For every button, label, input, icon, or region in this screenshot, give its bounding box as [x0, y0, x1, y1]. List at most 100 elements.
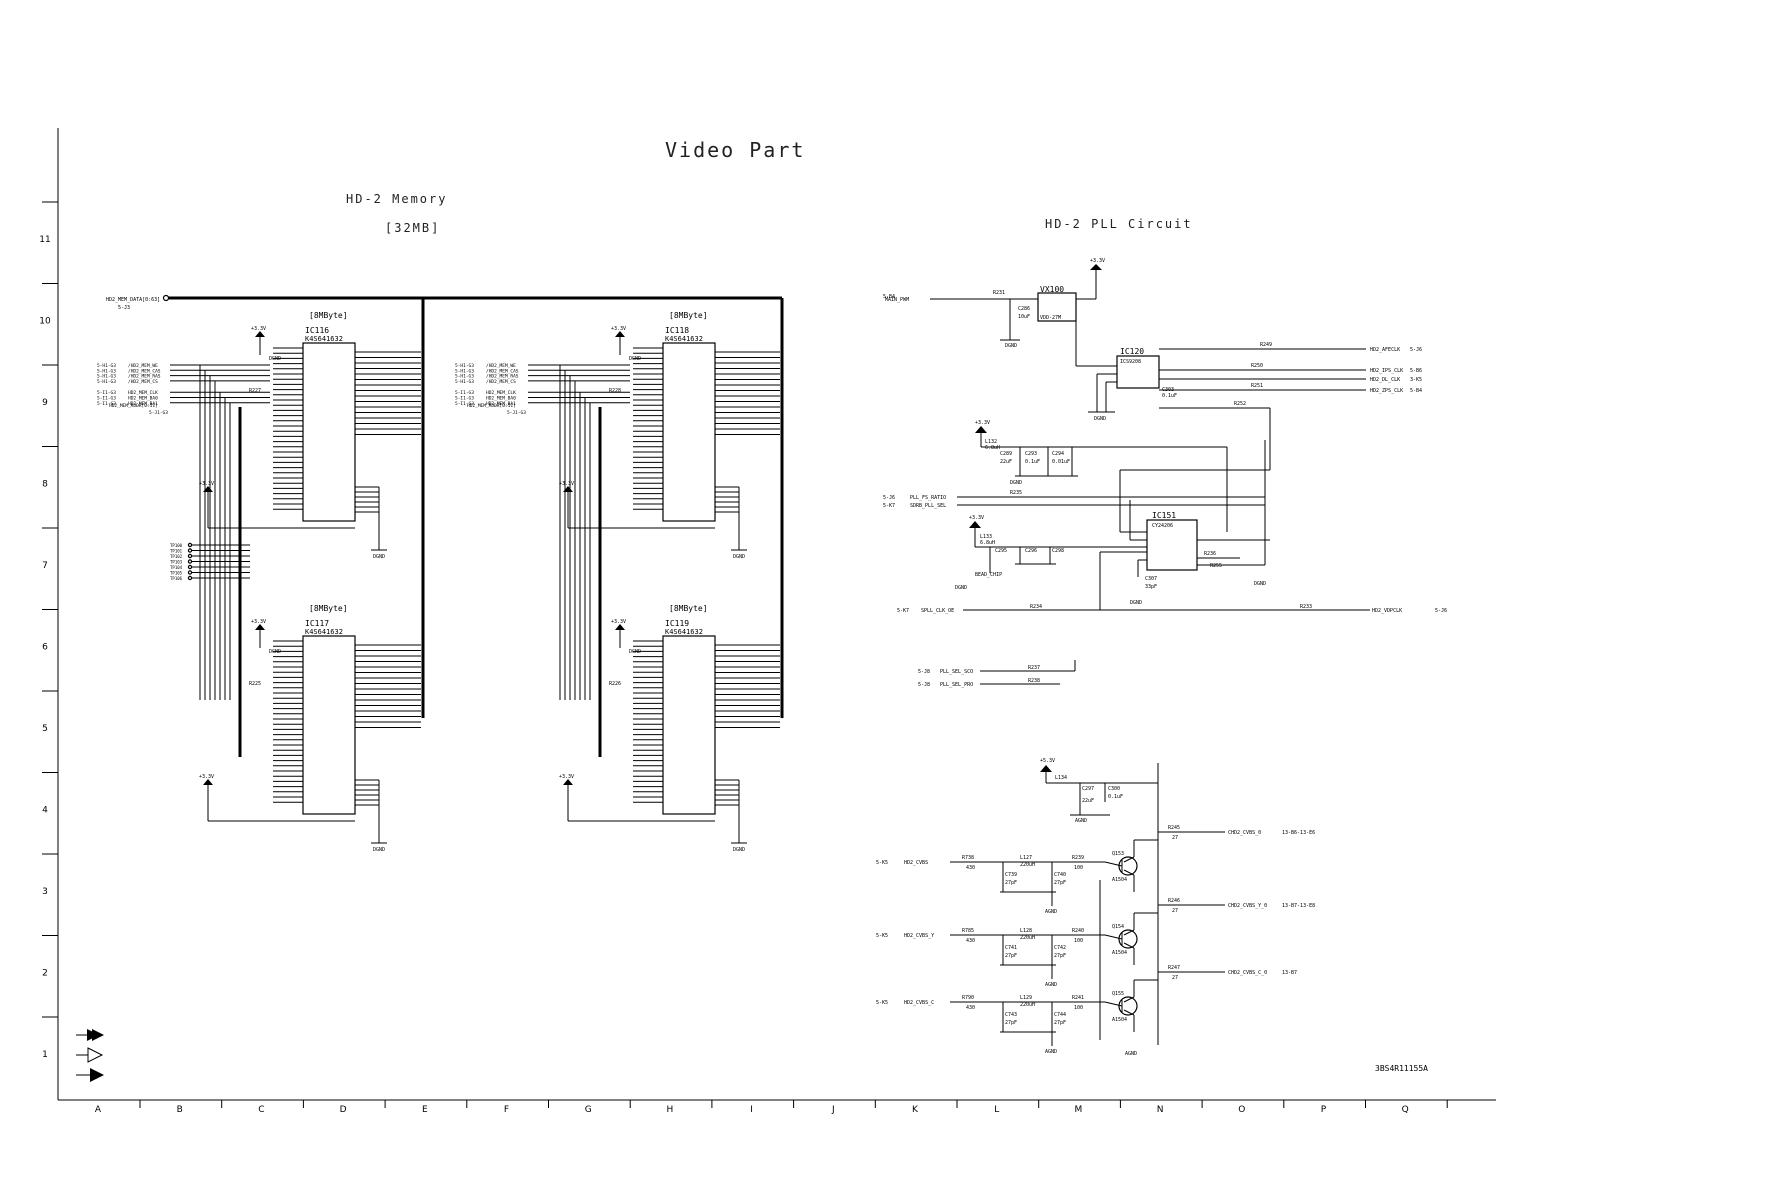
signal-arrow-icon — [76, 1029, 104, 1041]
r252-ref: R252 — [1234, 401, 1246, 407]
chip-ref: IC116 — [305, 326, 329, 335]
agnd-filter: AGND — [1075, 818, 1087, 824]
tp-label: TP101 — [170, 549, 183, 554]
ser-res-value: 100 — [1074, 1005, 1083, 1011]
c294-ref: C294 — [1052, 451, 1064, 457]
ser-res-ref: R241 — [1072, 995, 1084, 1001]
vcc-label: +3.3V — [199, 481, 214, 487]
input-label: HD2_CVBS_Y — [904, 933, 934, 939]
tp-circle — [187, 542, 193, 548]
transistor-ref: Q155 — [1112, 991, 1124, 997]
cap-ref: C744 — [1054, 1012, 1066, 1018]
cap-value: 27pF — [1005, 880, 1017, 886]
pll-sel-pro-label: PLL_SEL_PRO — [940, 682, 973, 688]
in-res-value: 430 — [966, 865, 975, 871]
c297-ref: C297 — [1082, 786, 1094, 792]
spll-label: SPLL_CLK_OE — [921, 608, 954, 614]
r255-ref: R255 — [1210, 563, 1222, 569]
resistor-ref: R226 — [609, 681, 621, 687]
sheet-frame — [57, 128, 1496, 1101]
output-ref: 13-B7-13-E8 — [1282, 903, 1315, 909]
grid-column-label: G — [585, 1105, 592, 1115]
dgnd-label: DGND — [629, 649, 641, 655]
tp-circle — [187, 570, 193, 575]
ctrl-ref: 5-I1-G3 — [97, 396, 116, 402]
c303-value: 0.1uF — [1162, 393, 1177, 399]
memory-capacity-label: [32MB] — [385, 221, 440, 235]
memory-control-signals: 5-H1-G3/HD2_MEM_WE5-H1-G3/HD2_MEM_CAS5-H… — [97, 363, 630, 757]
in-res-ref: R785 — [962, 928, 974, 934]
ic120-ref: IC120 — [1120, 347, 1144, 356]
grid-row-label: 6 — [42, 643, 48, 653]
grid-row-label: 9 — [42, 398, 48, 408]
chip-ref: IC117 — [305, 619, 329, 628]
r236-ref: R236 — [1204, 551, 1216, 557]
hd2-zps-ref: 5-B4 — [1410, 388, 1422, 394]
dgnd-label: DGND — [733, 554, 745, 560]
chip-part: K4S641632 — [305, 628, 343, 636]
memory-chip: [8MByte]IC119K4S641632DGND+3.3VDGND+3.3V… — [559, 604, 780, 853]
vcc-label: +3.3V — [559, 481, 574, 487]
ctrl-signal-label: HD2_MEM_BA1 — [486, 401, 516, 407]
ctrl-signal-label: HD2_MEM_BA0 — [486, 396, 516, 402]
pll-sel-pro-ref: 5-J8 — [918, 682, 930, 688]
memory-chip: [8MByte]IC116K4S641632DGND+3.3VDGND+3.3V… — [199, 311, 421, 560]
ctrl-signal-label: HD2_MEM_BA1 — [128, 401, 158, 407]
input-label: HD2_CVBS_C — [904, 1000, 934, 1006]
ctrl-ref: 5-H1-G3 — [97, 374, 116, 380]
hollow-arrow-icon — [76, 1047, 104, 1063]
ctrl-ref: 5-H1-G3 — [455, 363, 474, 369]
grid-row-label: 11 — [39, 235, 50, 245]
page-title: Video Part — [665, 138, 805, 162]
vcc-label: +3.3V — [559, 774, 574, 780]
main-pwm-ref: 5-B4 — [883, 294, 895, 300]
pll-vcc-2: +3.3V — [975, 420, 990, 426]
ic151-part: CY24206 — [1152, 523, 1173, 529]
c294-value: 0.01uF — [1052, 459, 1070, 465]
ser-res-value: 100 — [1074, 865, 1083, 871]
out-res-ref: R245 — [1168, 825, 1180, 831]
grid-column-label: A — [95, 1105, 102, 1115]
agnd-label: AGND — [1045, 909, 1057, 915]
pll-dgnd-4: DGND — [1130, 600, 1142, 606]
r231-ref: R231 — [993, 290, 1005, 296]
chip-part: K4S641632 — [665, 335, 703, 343]
ic120-chip — [1116, 355, 1160, 389]
grid-row-label: 1 — [42, 1050, 48, 1060]
vdpclk-ref: 5-J6 — [1435, 608, 1447, 614]
r233-ref: R233 — [1300, 604, 1312, 610]
c300-ref: C300 — [1108, 786, 1120, 792]
transistor-ref: Q153 — [1112, 851, 1124, 857]
vx100-type: VDD-27M — [1040, 315, 1061, 321]
grid-row-label: 3 — [42, 887, 48, 897]
inductor-value: 220uH — [1020, 1002, 1035, 1008]
grid-column-label: M — [1075, 1105, 1083, 1115]
transistor — [1118, 856, 1138, 876]
agnd-label: AGND — [1045, 1049, 1057, 1055]
ic120-part: ICS9208 — [1120, 359, 1141, 365]
l132-value: 6.8uH — [985, 445, 1000, 451]
grid-row-label: 4 — [42, 806, 48, 816]
ctrl-ref: 5-I1-G3 — [455, 390, 474, 396]
chip-body — [302, 342, 356, 522]
memory-chip: [8MByte]IC117K4S641632DGND+3.3VDGND+3.3V… — [199, 604, 421, 853]
out-res-ref: R247 — [1168, 965, 1180, 971]
hd2-dl-clk-label: HD2_DL_CLK — [1370, 377, 1400, 383]
c303-ref: C303 — [1162, 387, 1174, 393]
inductor-ref: L127 — [1020, 855, 1032, 861]
out-res-value: 27 — [1172, 908, 1178, 914]
vcc-label: +3.3V — [251, 326, 266, 332]
grid-column-label: I — [750, 1105, 753, 1115]
tp-circle — [187, 548, 193, 553]
grid-row-label: 2 — [42, 969, 48, 979]
ctrl-ref: 5-H1-G3 — [455, 368, 474, 374]
transistor-part: A1504 — [1112, 877, 1127, 883]
c307-ref: C307 — [1145, 576, 1157, 582]
tp-circle — [187, 553, 193, 559]
vx100-ref: VX100 — [1040, 285, 1064, 294]
ctrl-ref: 5-H1-G3 — [97, 379, 116, 385]
pll-fs-ref: 5-J6 — [883, 495, 895, 501]
